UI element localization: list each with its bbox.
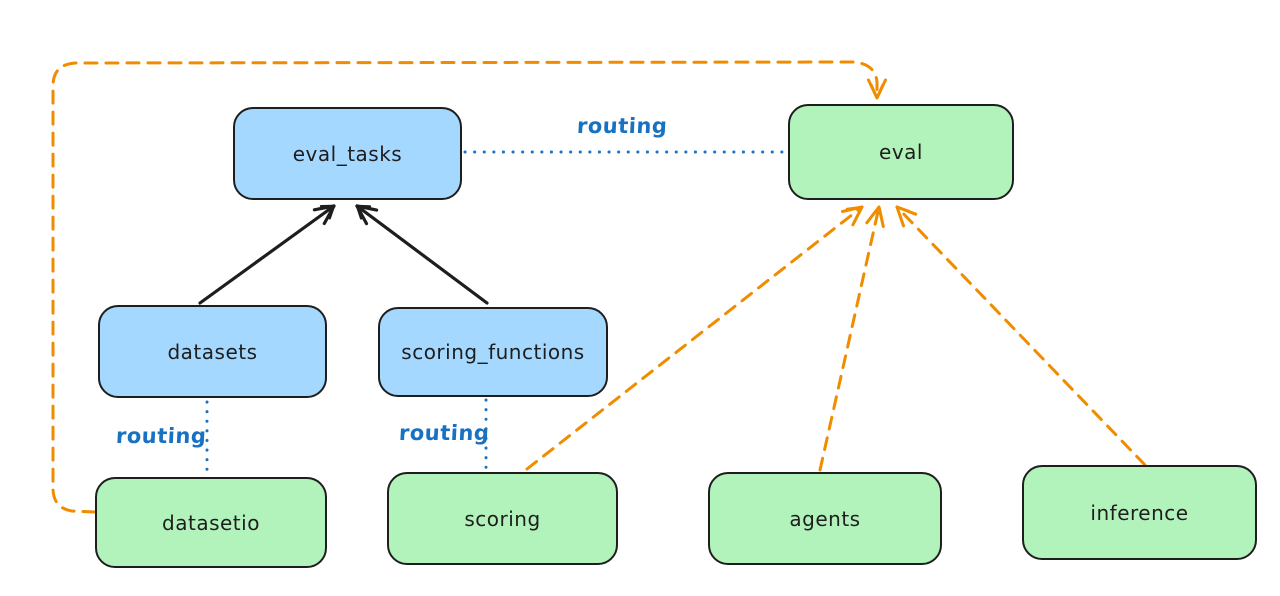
- edge-label-routing-datasets-datasetio: routing: [115, 424, 208, 448]
- arrowhead-sketch: [870, 83, 884, 100]
- arrowhead-sketch: [845, 205, 864, 220]
- node-label: datasets: [167, 339, 258, 364]
- edge-datasets-evaltasks: [198, 204, 336, 305]
- arrowhead-sketch: [355, 204, 372, 220]
- node-eval[interactable]: eval: [788, 104, 1014, 200]
- orange-arrowheads: [841, 78, 918, 228]
- node-datasets[interactable]: datasets: [98, 305, 327, 398]
- node-datasetio[interactable]: datasetio: [95, 477, 327, 568]
- orange-dashed-edges: [51, 60, 1147, 514]
- node-label: eval_tasks: [292, 141, 403, 166]
- edge-scoring-eval: [525, 205, 864, 471]
- routing-dotted-edges: [205, 150, 788, 476]
- arrowhead-sketch: [895, 205, 911, 221]
- edge-scoringfunctions-evaltasks: [355, 204, 489, 305]
- edge-label-routing-scoringfunctions-scoring: routing: [398, 421, 491, 445]
- edge-label-routing-evaltasks-eval: routing: [576, 114, 669, 138]
- edge-datasetio-eval-loop: [51, 60, 879, 514]
- node-label: inference: [1090, 500, 1189, 525]
- node-label: scoring_functions: [401, 340, 585, 364]
- node-agents[interactable]: agents: [708, 472, 942, 565]
- arrowhead-scoring: [841, 205, 864, 227]
- arrowhead-sketch: [869, 205, 884, 222]
- node-eval-tasks[interactable]: eval_tasks: [233, 107, 462, 200]
- black-arrows: [198, 204, 489, 305]
- node-scoring-functions[interactable]: scoring_functions: [378, 307, 608, 397]
- edge-agents-eval: [818, 205, 881, 472]
- node-inference[interactable]: inference: [1022, 465, 1257, 560]
- arrowhead-sketch: [319, 204, 336, 220]
- node-label: eval: [879, 140, 923, 164]
- node-label: scoring: [464, 506, 541, 531]
- node-label: agents: [789, 506, 861, 531]
- node-scoring[interactable]: scoring: [387, 472, 618, 565]
- edge-inference-eval: [895, 205, 1147, 467]
- node-label: datasetio: [162, 510, 260, 535]
